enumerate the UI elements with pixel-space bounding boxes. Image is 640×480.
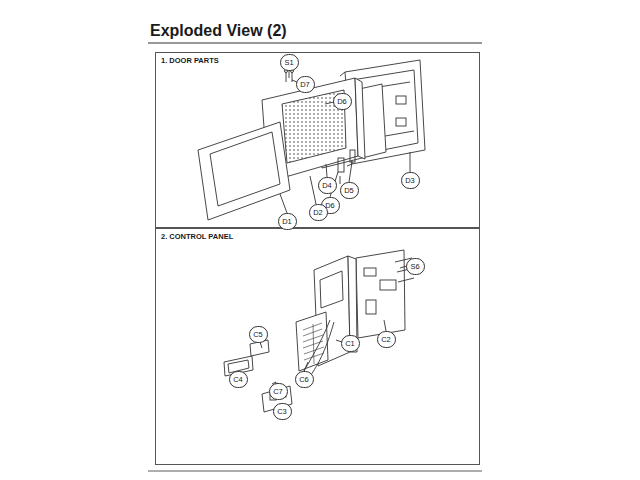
callout-number: C5 [249,326,268,343]
section-heading: 2. CONTROL PANEL [161,232,233,241]
callout-number: D5 [340,182,359,199]
callout-number: C7 [269,383,288,400]
callout-number: D1 [278,213,297,230]
callout-number: D3 [401,172,420,189]
callout-number: C1 [341,335,360,352]
section-heading: 1. DOOR PARTS [161,56,219,65]
callout-number: S6 [406,258,425,275]
callout-number: S1 [280,54,299,71]
callout-number: C2 [377,331,396,348]
section-panel: 2. CONTROL PANEL [155,228,480,465]
callout-number: C4 [229,371,248,388]
callout-number: D7 [296,76,315,93]
callout-number: C3 [273,403,292,420]
callout-number: D2 [309,204,328,221]
callout-number: C6 [295,371,314,388]
callout-number: D6 [333,93,352,110]
section-panel: 1. DOOR PARTS [155,52,480,228]
callout-number: D4 [318,177,337,194]
diagram-title: Exploded View (2) [150,22,287,40]
